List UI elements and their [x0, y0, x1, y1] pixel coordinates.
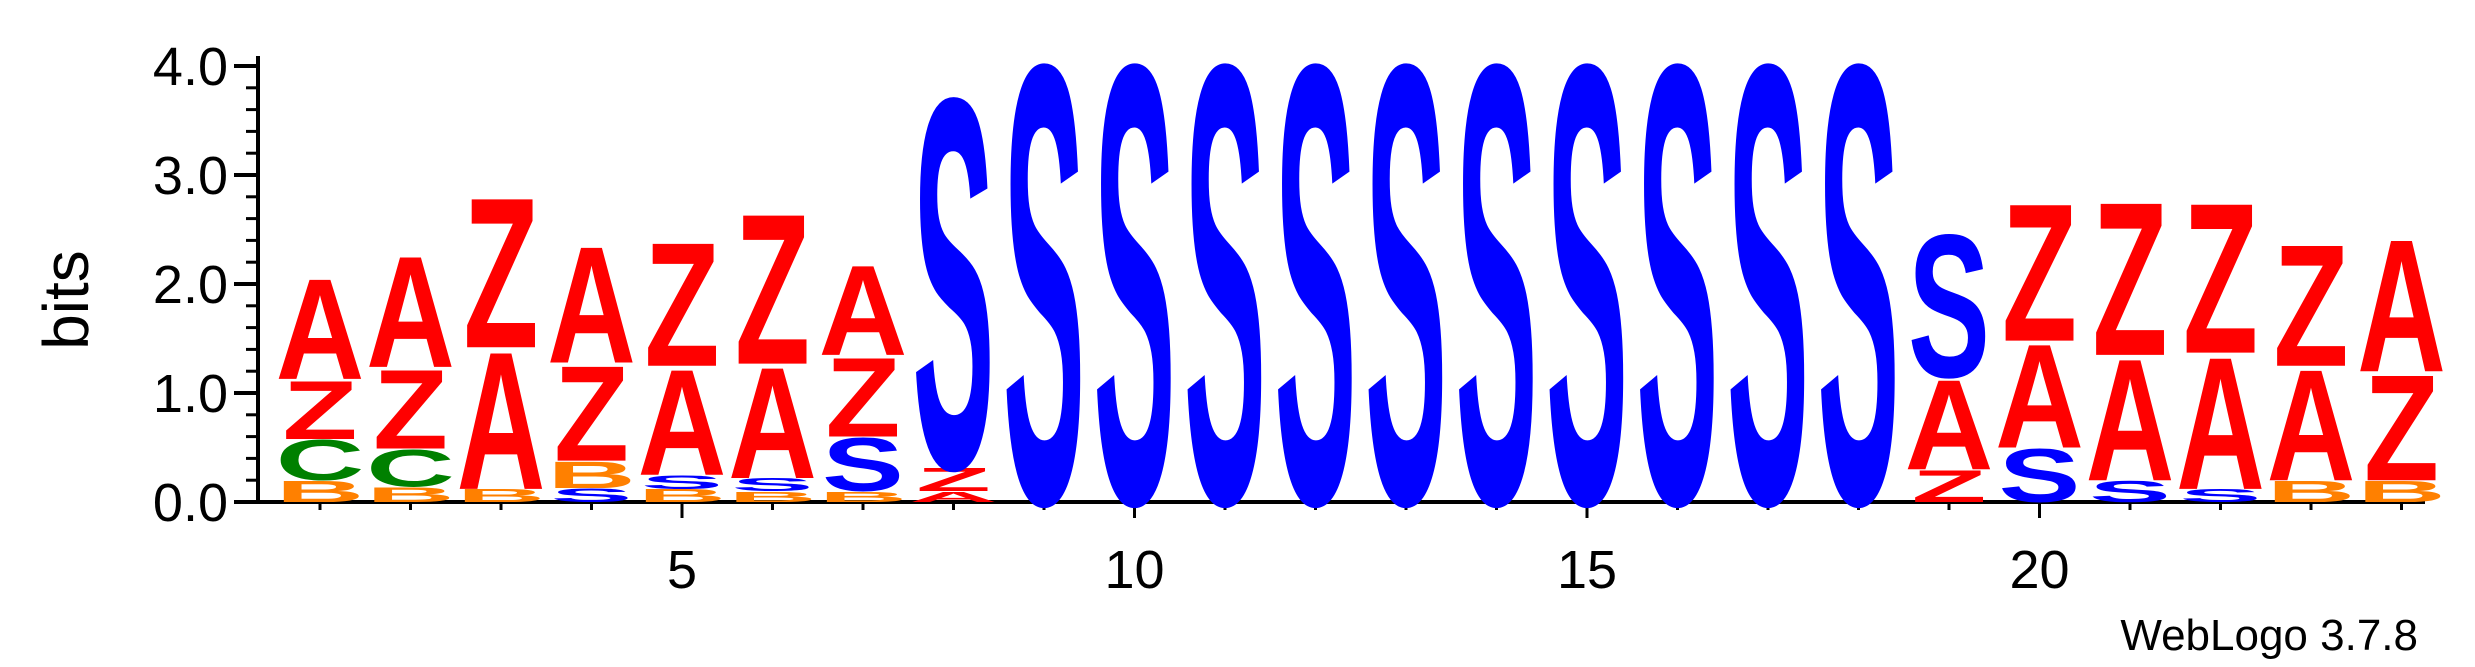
logo-letter-a: A	[276, 250, 365, 410]
logo-letter-b: B	[366, 483, 455, 507]
logo-letter-b: B	[2267, 475, 2356, 509]
logo-letter-z: Z	[1911, 461, 1986, 512]
logo-letter-z: Z	[554, 339, 629, 490]
x-tick-label: 10	[1104, 540, 1164, 600]
logo-letter-s: S	[551, 484, 633, 506]
logo-letter-s: S	[1184, 0, 1266, 635]
logo-letter-z: Z	[463, 154, 538, 393]
stack-position-16: S	[1637, 0, 1719, 635]
logo-letter-b: B	[547, 454, 636, 496]
logo-letter-a: A	[2357, 200, 2446, 411]
logo-letter-a: A	[1995, 314, 2084, 480]
logo-letter-s: S	[2089, 475, 2171, 509]
logo-letter-z: Z	[644, 207, 719, 405]
stack-position-9: S	[1003, 0, 1085, 635]
y-tick-label: 1.0	[153, 364, 228, 424]
y-axis: 0.0 1.0 2.0 3.0 4.0	[153, 37, 260, 533]
y-tick-label: 2.0	[153, 255, 228, 315]
logo-letter-z: Z	[825, 335, 900, 462]
stack-position-17: S	[1727, 0, 1809, 635]
logo-letter-s: S	[1908, 191, 1990, 420]
logo-letter-s: S	[1818, 0, 1900, 635]
logo-letter-a: A	[819, 238, 908, 382]
logo-letter-a: A	[638, 339, 727, 508]
logo-letter-a: A	[2086, 323, 2175, 517]
logo-letter-s: S	[822, 423, 904, 508]
logo-letter-z: Z	[2092, 156, 2167, 402]
stack-position-22: SAZ	[2176, 160, 2265, 529]
logo-letter-b: B	[457, 486, 546, 506]
logo-letter-b: B	[276, 475, 365, 509]
y-tick-label: 4.0	[153, 37, 228, 97]
logo-letter-z: Z	[916, 461, 991, 498]
logo-letter-a: A	[1905, 353, 1994, 497]
stack-position-12: S	[1275, 0, 1357, 635]
stack-position-14: S	[1456, 0, 1538, 635]
logo-letter-c: C	[276, 429, 365, 493]
x-tick-label: 20	[2009, 540, 2069, 600]
stack-position-10: S	[1094, 0, 1176, 635]
logo-letter-s: S	[1456, 0, 1538, 635]
logo-letter-a: A	[2267, 337, 2356, 515]
y-tick-label: 3.0	[153, 146, 228, 206]
logo-letter-s: S	[1999, 434, 2081, 519]
logo-letter-a: A	[909, 488, 998, 505]
logo-letter-s: S	[732, 475, 814, 495]
logo-letter-z: Z	[2002, 162, 2077, 383]
stack-position-20: SAZ	[1995, 162, 2084, 518]
logo-letter-s: S	[1275, 0, 1357, 635]
logo-letter-z: Z	[2273, 209, 2348, 403]
logo-letter-s: S	[2180, 486, 2262, 506]
stack-position-24: BZA	[2357, 200, 2446, 513]
logo-letter-a: A	[457, 310, 546, 531]
logo-letter-a: A	[366, 224, 455, 402]
stack-position-23: BAZ	[2267, 209, 2356, 515]
logo-letter-s: S	[641, 471, 723, 493]
logo-letter-s: S	[1003, 0, 1085, 635]
weblogo-credit: WebLogo 3.7.8	[2120, 611, 2418, 660]
stack-position-11: S	[1184, 0, 1266, 635]
stack-position-3: BAZ	[457, 154, 546, 530]
logo-letter-s: S	[1546, 0, 1628, 635]
logo-letter-b: B	[819, 488, 908, 505]
logo-letter-z: Z	[2183, 160, 2258, 399]
logo-letter-s: S	[1727, 0, 1809, 635]
logo-letter-b: B	[728, 488, 817, 505]
logo-letter-z: Z	[2364, 344, 2439, 513]
logo-letter-c: C	[366, 439, 455, 498]
x-tick-label: 5	[667, 540, 697, 600]
logo-letter-b: B	[638, 486, 727, 506]
logo-letter-s: S	[1365, 0, 1447, 635]
stack-position-18: S	[1818, 0, 1900, 635]
logo-letter-a: A	[2176, 318, 2265, 529]
y-tick-label: 0.0	[153, 473, 228, 533]
x-tick-label: 15	[1557, 540, 1617, 600]
stack-position-8: AZS	[909, 0, 998, 580]
x-axis: 5 10 15 20	[258, 500, 2425, 600]
logo-letter-z: Z	[373, 347, 448, 474]
logo-letter-s: S	[1637, 0, 1719, 635]
stack-position-15: S	[1546, 0, 1628, 635]
logo-letter-z: Z	[282, 364, 357, 457]
stack-position-13: S	[1365, 0, 1447, 635]
logo-letter-z: Z	[735, 171, 810, 410]
logo-letter-a: A	[728, 335, 817, 513]
stack-position-21: SAZ	[2086, 156, 2175, 517]
logo-letter-b: B	[2357, 475, 2446, 509]
logo-letter-s: S	[913, 0, 995, 580]
y-axis-label: bits	[30, 250, 102, 350]
logo-letter-a: A	[547, 213, 636, 398]
logo-letter-s: S	[1094, 0, 1176, 635]
stack-position-19: ZAS	[1905, 191, 1994, 512]
